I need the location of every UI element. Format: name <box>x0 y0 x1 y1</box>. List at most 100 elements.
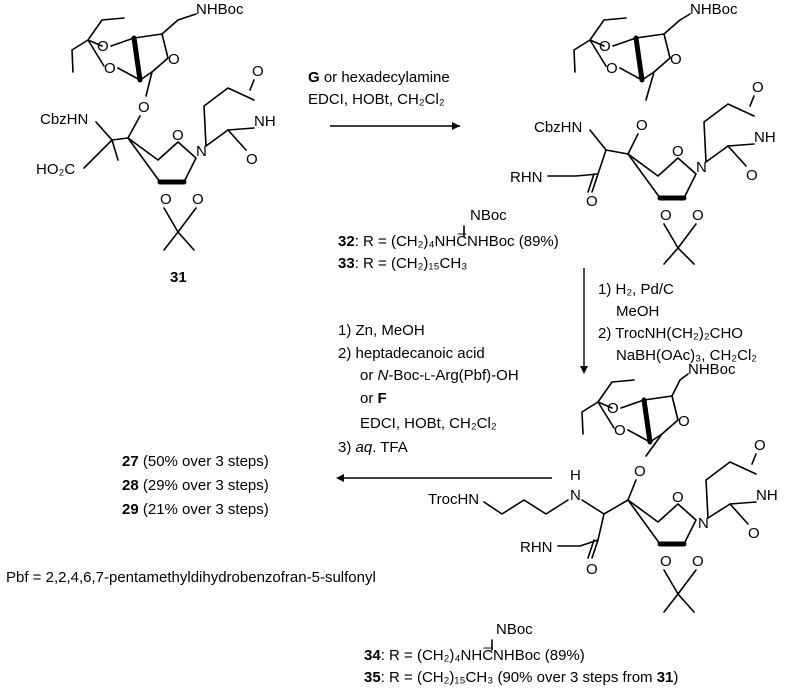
step3-line4-bold: F <box>378 390 387 407</box>
r-def-33-text: : R = (CH₂)₁₅CH₃ <box>355 255 468 272</box>
acetonide <box>163 207 197 251</box>
ho2c-label: HO₂C <box>36 161 75 178</box>
uracil-co <box>727 95 755 167</box>
product-27-text: (50% over 3 steps) <box>139 453 269 470</box>
acetonide-o1: O <box>660 207 672 224</box>
cbzhn-label: CbzHN <box>40 111 88 128</box>
step3-line3-b: -Boc- <box>388 367 424 384</box>
pbf-footnote: Pbf = 2,2,4,6,7-pentamethyldihydrobenzof… <box>6 569 376 586</box>
anomeric-bond <box>145 71 153 97</box>
trochn-label: TrocHN <box>428 491 479 508</box>
uracil-n1: N <box>696 159 707 176</box>
product-29-number: 29 <box>122 501 139 518</box>
ketal-ethyl-bonds <box>581 379 635 435</box>
amide-o: O <box>586 561 598 578</box>
o-to-c5 <box>627 133 639 155</box>
step1: G or hexadecylamine EDCI, HOBt, CH₂Cl₂ <box>308 69 460 130</box>
nhboc-label: NHBoc <box>196 1 244 18</box>
uracil-nh: NH <box>756 487 778 504</box>
ribose-upper-ring <box>635 33 671 81</box>
uracil-ring <box>703 103 755 163</box>
nboc-34: NBoc <box>496 621 533 638</box>
nh-n: N <box>570 487 581 504</box>
amide-o: O <box>586 193 598 210</box>
step3-line4: or F <box>360 390 387 407</box>
uracil-n1: N <box>698 515 709 532</box>
uracil-o2: O <box>748 525 760 542</box>
compound-31: 31 <box>170 269 187 286</box>
r-def-34-text: : R = (CH₂)₄NHC̅NHBoc (89%) <box>381 647 585 664</box>
ribose-ring-o: O <box>168 51 180 68</box>
o-to-c5 <box>127 115 141 139</box>
product-29-text: (21% over 3 steps) <box>139 501 269 518</box>
ketal-o-top: O <box>607 400 619 417</box>
compound-32: 32 <box>338 233 355 250</box>
r-def-34: 34: R = (CH₂)₄NHC̅NHBoc (89%) <box>364 647 585 664</box>
ribose-lower-ring <box>627 153 697 199</box>
nh-h: H <box>570 467 581 484</box>
step3-line4-a: or <box>360 390 378 407</box>
ketal-o-bottom: O <box>104 60 116 77</box>
step2-line2: MeOH <box>616 303 659 320</box>
compound-35: 35 <box>364 669 381 686</box>
ketal-ring <box>110 37 141 81</box>
step3-line2: 2) heptadecanoic acid <box>338 345 485 362</box>
product-29: 29 (21% over 3 steps) <box>122 501 269 518</box>
cbzhn-label: CbzHN <box>534 119 582 136</box>
step2-line4: NaBH(OAc)₃, CH₂Cl₂ <box>616 347 757 364</box>
nboc-32: NBoc <box>470 207 507 224</box>
compound-34: 34 <box>364 647 381 664</box>
ch2-bond <box>671 373 689 397</box>
step2: 1) H₂, Pd/C MeOH 2) TrocNH(CH₂)₂CHO NaBH… <box>580 268 757 374</box>
n-c6 <box>581 499 629 541</box>
acetonide-o1: O <box>660 553 672 570</box>
anomeric-o: O <box>636 117 648 134</box>
ketal-o-bottom: O <box>614 422 626 439</box>
step1-line1-rest: or hexadecylamine <box>320 69 450 86</box>
anomeric-o: O <box>634 463 646 480</box>
cbzhn-bond <box>589 129 629 175</box>
acetonide-o2: O <box>692 553 704 570</box>
amide <box>547 173 599 193</box>
ribose-upper-wedge <box>633 35 645 83</box>
step1-reagent-g: G <box>308 69 320 86</box>
ribose-lower-ring <box>127 137 197 183</box>
ketal-ethyl-bonds <box>71 17 125 73</box>
o-to-c5 <box>627 479 637 501</box>
step3-line6-a: 3) <box>338 439 356 456</box>
product-28-number: 28 <box>122 477 139 494</box>
c6-c5 <box>111 137 129 161</box>
structure-32-33: O O O NHBoc O CbzHN RHN O O N NH O O O O <box>510 1 776 265</box>
nhboc-label: NHBoc <box>688 361 736 378</box>
product-27-number: 27 <box>122 453 139 470</box>
step3-line3: or N-Boc-L-Arg(Pbf)-OH <box>360 367 519 384</box>
ketal-ring <box>620 399 651 443</box>
uracil-co <box>729 453 757 525</box>
structure-34-35: O O O NHBoc O TrocHN H N RHN O O N NH O … <box>428 361 778 613</box>
lower-ring-o: O <box>672 143 684 160</box>
r-defs-34-35: NBoc 34: R = (CH₂)₄NHC̅NHBoc (89%) 35: R… <box>364 621 678 686</box>
ketal-ring <box>612 37 643 81</box>
acetonide-o2: O <box>692 207 704 224</box>
anomeric-bond <box>645 71 655 101</box>
step3-arrowhead <box>336 474 344 482</box>
r-def-35-ref: 31 <box>657 669 674 686</box>
nhboc-label: NHBoc <box>690 1 738 18</box>
uracil-nh: NH <box>754 129 776 146</box>
ribose-upper-ring <box>643 395 679 443</box>
acetonide <box>663 569 697 613</box>
acetonide <box>663 223 697 265</box>
r-def-32-text: : R = (CH₂)₄NHC̅NHBoc (89%) <box>355 233 559 250</box>
product-28: 28 (29% over 3 steps) <box>122 477 269 494</box>
ketal-o-top: O <box>599 38 611 55</box>
anomeric-bond <box>645 433 663 457</box>
propyl-chain <box>483 499 569 515</box>
step3-line6-b: . TFA <box>372 439 408 456</box>
ribose-ring-o: O <box>670 51 682 68</box>
ketal-o-top: O <box>97 38 109 55</box>
step3-line3-c: -Arg(Pbf)-OH <box>430 367 518 384</box>
acid-bond <box>83 139 113 169</box>
r-defs-32-33: NBoc 32: R = (CH₂)₄NHC̅NHBoc (89%) 33: R… <box>338 207 559 272</box>
ribose-ring-o: O <box>678 413 690 430</box>
